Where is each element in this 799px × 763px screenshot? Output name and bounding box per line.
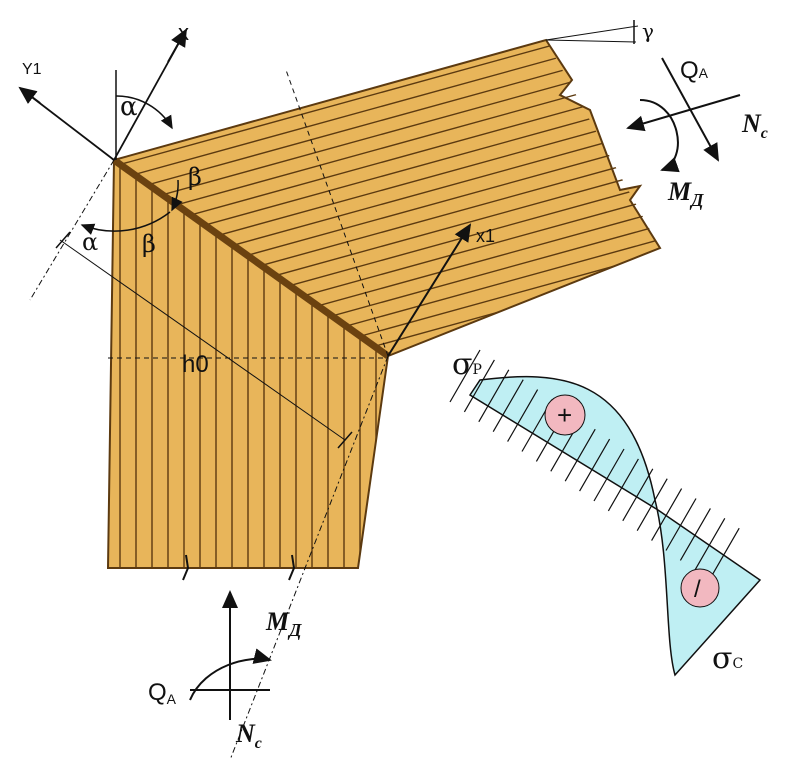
plus-sign: + xyxy=(557,400,572,430)
hatch-line xyxy=(622,468,654,522)
angle-beta-top: β xyxy=(188,163,202,191)
hatch-line xyxy=(679,508,711,561)
bottom-shear-label: QA xyxy=(148,679,177,707)
angle-beta-bottom: β xyxy=(142,230,156,258)
angle-arcs xyxy=(80,20,635,235)
axis-arrows xyxy=(18,28,472,357)
stress-compression-label: σC xyxy=(712,641,743,676)
construction-lines xyxy=(19,25,639,761)
hatch-line xyxy=(507,389,539,442)
hatch-line xyxy=(607,458,639,512)
height-label: h0 xyxy=(182,351,209,378)
right-section-loads xyxy=(626,57,741,173)
post-break-marks xyxy=(182,554,296,581)
hatch-line xyxy=(665,498,697,551)
axis-y1-label: Y1 xyxy=(22,61,42,78)
minus-sign: / xyxy=(694,576,701,603)
angle-gamma: γ xyxy=(642,19,654,43)
hatch-line xyxy=(593,448,625,502)
hatch-line xyxy=(492,379,524,432)
hatch-line xyxy=(708,527,740,581)
bottom-normal-label: Nc xyxy=(235,719,262,752)
hatch-line xyxy=(651,488,683,541)
hatch-line xyxy=(694,518,726,571)
bottom-moment-label: MД xyxy=(265,607,302,640)
hatch-line xyxy=(636,478,668,531)
hatch-line xyxy=(478,369,510,423)
angle-alpha-left: α xyxy=(82,228,98,256)
angle-alpha-top: α xyxy=(120,92,138,122)
hatch-line xyxy=(579,438,611,492)
hatch-line xyxy=(114,40,660,171)
axis-x-label: x xyxy=(178,20,189,45)
compression-circle xyxy=(680,568,720,608)
stress-tension-label: σP xyxy=(452,347,482,382)
hatch-line xyxy=(564,428,596,482)
bottom-section-loads xyxy=(189,590,272,720)
hatch-line xyxy=(114,247,660,356)
axis-x1-label: x1 xyxy=(476,226,495,246)
stress-epure xyxy=(449,349,762,677)
right-normal-label: Nc xyxy=(741,109,768,142)
hatch-line xyxy=(449,349,481,403)
right-moment-label: MД xyxy=(667,177,704,210)
dimension-ticks xyxy=(55,231,353,449)
right-shear-label: QA xyxy=(680,57,709,84)
tension-circle xyxy=(544,394,586,436)
hatch-line xyxy=(114,233,660,356)
joint-line xyxy=(111,157,391,359)
hatch-line xyxy=(463,359,495,413)
